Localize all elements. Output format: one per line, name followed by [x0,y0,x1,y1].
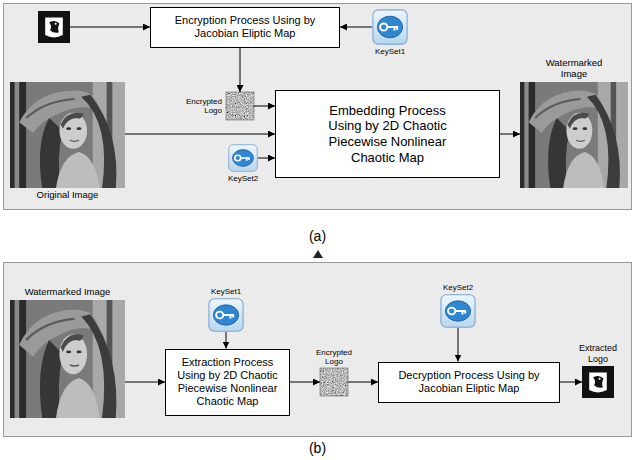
flow-arrow [290,382,320,383]
flow-arrow [340,27,372,28]
image-caption: Encrypted Logo [311,348,357,366]
process-label: Embedding Process Using by 2D Chaotic Pi… [318,103,458,165]
process-label: Encryption Process Using by Jacobian Eli… [158,14,332,40]
original-image [10,82,125,188]
panel-label: (a) [309,228,326,244]
encrypted-logo-image [226,92,254,120]
key-label: KeySet1 [211,287,241,296]
key-icon [441,295,475,327]
logo-image [38,11,70,43]
flow-arrow [125,382,165,383]
image-caption: Watermarked Image [25,287,111,298]
panel: (a)Encryption Process Using by Jacobian … [3,3,632,210]
process-box: Extraction Process Using by 2D Chaotic P… [165,349,290,416]
image-frame: Watermarked Image [10,300,125,418]
key-label: KeySet2 [443,283,473,292]
image-caption: Encrypted Logo [180,97,222,115]
key-label: KeySet2 [228,174,258,183]
flow-arrow [500,134,520,135]
image-border [320,368,348,396]
image-caption: Watermarked Image [541,58,607,80]
panel: (b)Watermarked ImageKeySet1Extraction Pr… [3,262,632,437]
key-icon: KeySet1 [372,9,408,45]
key-icon: KeySet2 [440,294,476,328]
image-frame: Original Image [10,82,125,188]
image-caption: Extracted Logo [573,343,623,364]
flow-arrow [125,134,275,135]
flow-arrow [348,382,378,383]
flow-arrow [458,328,459,362]
image-frame: Watermarked Image [520,82,628,188]
key-icon [373,10,407,44]
flow-arrow [254,106,275,107]
watermarked-image [520,82,628,188]
process-box: Embedding Process Using by 2D Chaotic Pi… [275,90,500,178]
logo-frame: Extracted Logo [582,366,614,398]
flow-arrow [258,158,275,159]
watermarked-image [10,300,125,418]
flow-arrow [226,332,227,349]
image-caption: Original Image [37,190,99,201]
process-box: Decryption Process Using by Jacobian Eli… [378,362,560,403]
flow-arrow [240,48,241,93]
encrypted-logo-image [320,368,348,396]
image-border [226,92,254,120]
key-icon [229,145,258,172]
key-icon: KeySet1 [208,298,244,332]
logo-image [582,366,614,398]
flow-arrow [70,27,150,28]
key-icon: KeySet2 [228,144,258,172]
key-label: KeySet1 [375,47,405,56]
process-box: Encryption Process Using by Jacobian Eli… [150,7,340,48]
key-icon [209,299,243,331]
pointer-triangle [313,250,323,258]
process-label: Extraction Process Using by 2D Chaotic P… [173,356,282,409]
panel-label: (b) [309,440,326,456]
encrypted-logo: Encrypted Logo [320,368,348,396]
encrypted-logo: Encrypted Logo [226,92,254,120]
flow-arrow [560,382,582,383]
process-label: Decryption Process Using by Jacobian Eli… [386,369,552,395]
